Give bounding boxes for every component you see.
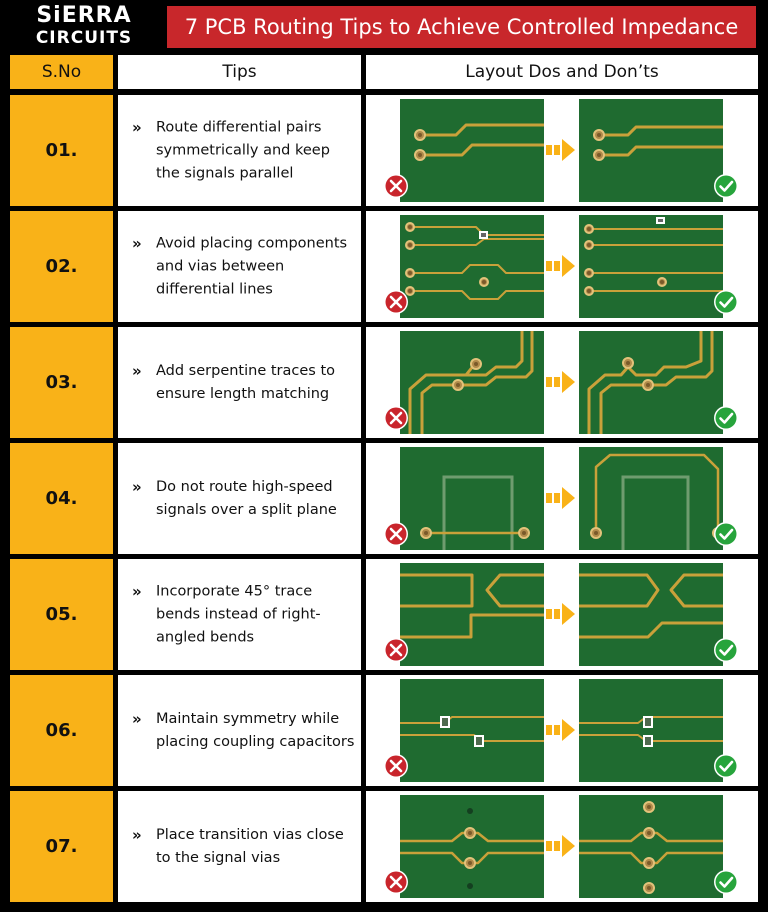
layout-illustration: [366, 443, 758, 554]
header: SiERRA CIRCUITS 7 PCB Routing Tips to Ac…: [0, 0, 768, 54]
tip-cell: » Do not route high-speed signals over a …: [118, 443, 361, 554]
arrow-right-icon: [546, 719, 575, 741]
column-header-sno: S.No: [10, 55, 113, 89]
pcb-comparison-illustration: [384, 215, 738, 318]
logo-top-text: SiERRA: [36, 3, 132, 28]
check-icon: [714, 522, 738, 546]
tip-text: Incorporate 45° trace bends instead of r…: [156, 583, 321, 645]
chevron-icon: »: [132, 361, 142, 380]
tip-cell: » Incorporate 45° trace bends instead of …: [118, 559, 361, 670]
pcb-comparison-illustration: [384, 563, 738, 666]
chevron-icon: »: [132, 825, 142, 844]
row-number: 02.: [10, 211, 113, 322]
tip-text: Place transition vias close to the signa…: [156, 826, 344, 866]
tip-text: Add serpentine traces to ensure length m…: [156, 362, 336, 402]
check-icon: [714, 290, 738, 314]
table-row: 04. » Do not route high-speed signals over…: [0, 443, 768, 554]
table-row: 03. » Add serpentine traces to ensure leng…: [0, 327, 768, 438]
table-row: 01. » Route differential pairs symmetrical…: [0, 95, 768, 206]
tip-cell: » Avoid placing components and vias betwe…: [118, 211, 361, 322]
pcb-comparison-illustration: [384, 447, 738, 550]
column-header-layout: Layout Dos and Don’ts: [366, 55, 758, 89]
x-icon: [384, 638, 408, 662]
chevron-icon: »: [132, 234, 142, 252]
column-header-tips: Tips: [118, 55, 361, 89]
sierra-circuits-logo: SiERRA CIRCUITS: [14, 4, 154, 50]
check-icon: [714, 174, 738, 198]
table-row: 05. » Incorporate 45° trace bends instead …: [0, 559, 768, 670]
pcb-comparison-illustration: [384, 679, 738, 782]
tip-text: Avoid placing components and vias betwee…: [156, 235, 348, 297]
arrow-right-icon: [546, 139, 575, 161]
page-title: 7 PCB Routing Tips to Achieve Controlled…: [167, 6, 756, 48]
arrow-right-icon: [546, 835, 575, 857]
check-icon: [714, 870, 738, 894]
check-icon: [714, 406, 738, 430]
x-icon: [384, 522, 408, 546]
check-icon: [714, 754, 738, 778]
row-number: 05.: [10, 559, 113, 670]
x-icon: [384, 754, 408, 778]
tip-text: Route differential pairs symmetrically a…: [156, 119, 330, 181]
layout-illustration: [366, 95, 758, 206]
x-icon: [384, 290, 408, 314]
pcb-comparison-illustration: [384, 795, 738, 898]
tip-text: Maintain symmetry while placing coupling…: [156, 710, 355, 750]
layout-illustration: [366, 559, 758, 670]
tip-cell: » Maintain symmetry while placing couplin…: [118, 675, 361, 786]
row-number: 06.: [10, 675, 113, 786]
check-icon: [714, 638, 738, 662]
row-number: 07.: [10, 791, 113, 902]
row-number: 01.: [10, 95, 113, 206]
arrow-right-icon: [546, 487, 575, 509]
chevron-icon: »: [132, 477, 142, 496]
layout-illustration: [366, 791, 758, 902]
chevron-icon: »: [132, 582, 142, 600]
chevron-icon: »: [132, 118, 142, 136]
row-number: 04.: [10, 443, 113, 554]
tip-cell: » Route differential pairs symmetrically …: [118, 95, 361, 206]
x-icon: [384, 406, 408, 430]
tip-cell: » Add serpentine traces to ensure length …: [118, 327, 361, 438]
table-row: 02. » Avoid placing components and vias be…: [0, 211, 768, 322]
pcb-comparison-illustration: [384, 331, 738, 434]
layout-illustration: [366, 327, 758, 438]
x-icon: [384, 870, 408, 894]
table-row: 06. » Maintain symmetry while placing coup…: [0, 675, 768, 786]
x-icon: [384, 174, 408, 198]
arrow-right-icon: [546, 603, 575, 625]
layout-illustration: [366, 211, 758, 322]
row-number: 03.: [10, 327, 113, 438]
pcb-comparison-illustration: [384, 99, 738, 202]
logo-bottom-text: CIRCUITS: [35, 28, 133, 48]
table-row: 07. » Place transition vias close to the s…: [0, 791, 768, 902]
chevron-icon: »: [132, 709, 142, 728]
tip-cell: » Place transition vias close to the sign…: [118, 791, 361, 902]
tip-text: Do not route high-speed signals over a s…: [156, 478, 337, 518]
layout-illustration: [366, 675, 758, 786]
arrow-right-icon: [546, 371, 575, 393]
arrow-right-icon: [546, 255, 575, 277]
